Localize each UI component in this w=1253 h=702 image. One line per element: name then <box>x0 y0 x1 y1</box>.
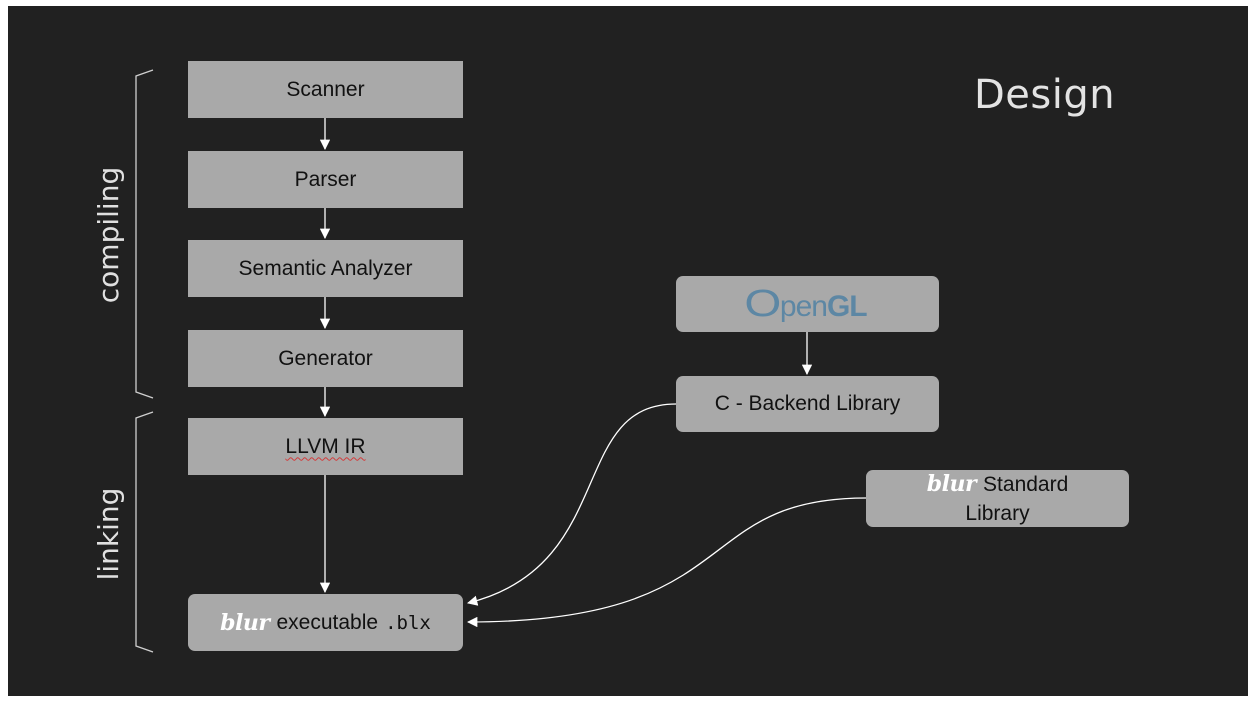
semantic-analyzer-label: Semantic Analyzer <box>238 256 413 280</box>
opengl-logo-o: O <box>744 282 782 325</box>
c-backend-library-label: C - Backend Library <box>714 392 901 415</box>
parser-label: Parser <box>294 167 357 191</box>
scanner-label: Scanner <box>286 77 365 101</box>
slide-title: Design <box>974 72 1116 118</box>
semantic-analyzer-box: Semantic Analyzer <box>188 240 463 297</box>
scanner-box: Scanner <box>188 61 463 118</box>
executable-extension: .blx <box>385 611 431 634</box>
standard-library-line2: Library <box>965 501 1030 525</box>
executable-label: executable <box>276 610 379 634</box>
opengl-logo-gl: GL <box>826 289 868 323</box>
generator-box: Generator <box>188 330 463 387</box>
standard-label: Standard <box>983 472 1069 496</box>
llvm-ir-box: LLVM IR <box>188 418 463 475</box>
llvm-ir-label: LLVM IR <box>285 434 366 458</box>
arrow-standard-to-executable <box>466 497 867 628</box>
connector-layer <box>135 69 867 653</box>
c-backend-library-box: C - Backend Library <box>676 376 939 432</box>
compiling-bracket <box>135 69 154 399</box>
linking-bracket <box>135 411 154 653</box>
executable-box: blur executable .blx <box>188 594 463 651</box>
blur-brand-standard: blur <box>926 470 977 497</box>
parser-box: Parser <box>188 151 463 208</box>
blur-brand-executable: blur <box>220 609 270 636</box>
arrow-c-backend-to-executable <box>466 403 677 606</box>
generator-label: Generator <box>278 346 373 370</box>
opengl-logo-pen: pen <box>779 289 828 323</box>
slide: Design compiling linking Scanner Parser … <box>8 6 1248 696</box>
